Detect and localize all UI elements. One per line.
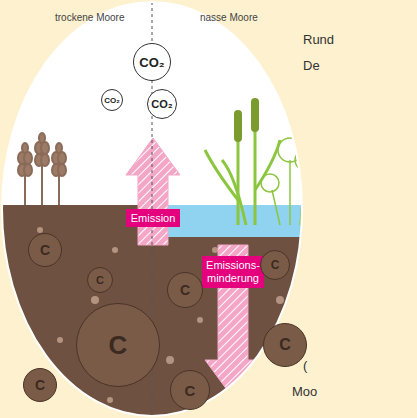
node-text: C xyxy=(271,258,280,272)
co2-bubble: CO₂ xyxy=(147,89,177,119)
node-text: C xyxy=(35,377,45,393)
carbon-circle: C xyxy=(87,267,113,293)
text-label: Moo xyxy=(292,384,317,399)
node-text: CO₂ xyxy=(139,55,164,70)
node-text: C xyxy=(185,382,196,399)
node-text: CO₂ xyxy=(151,98,172,110)
carbon-circle: C xyxy=(260,250,290,280)
co2-bubble: CO₂ xyxy=(101,89,123,111)
text-label: De xyxy=(303,58,320,73)
text-label: Rund xyxy=(303,32,334,47)
label-box: Emissions- minderung xyxy=(202,256,264,287)
node-text: Emissions- minderung xyxy=(206,259,260,284)
node-text: C xyxy=(40,242,50,258)
carbon-circle: C xyxy=(28,233,62,267)
carbon-circle: C xyxy=(263,323,307,367)
carbon-circle: C xyxy=(23,368,57,402)
node-text: C xyxy=(180,282,190,298)
node-text: C xyxy=(96,274,104,286)
carbon-circle: C xyxy=(167,272,203,308)
node-text: CO₂ xyxy=(104,96,120,105)
label-box: Emission xyxy=(126,209,181,228)
carbon-circle: C xyxy=(170,370,210,410)
text-label: trockene Moore xyxy=(55,12,124,23)
node-text: C xyxy=(279,336,291,354)
text-label: nasse Moore xyxy=(200,12,258,23)
carbon-circle: C xyxy=(76,303,160,387)
node-text: Emission xyxy=(131,212,176,225)
co2-bubble: CO₂ xyxy=(133,43,171,81)
node-text: C xyxy=(109,330,128,361)
text-label: ( xyxy=(303,358,307,373)
